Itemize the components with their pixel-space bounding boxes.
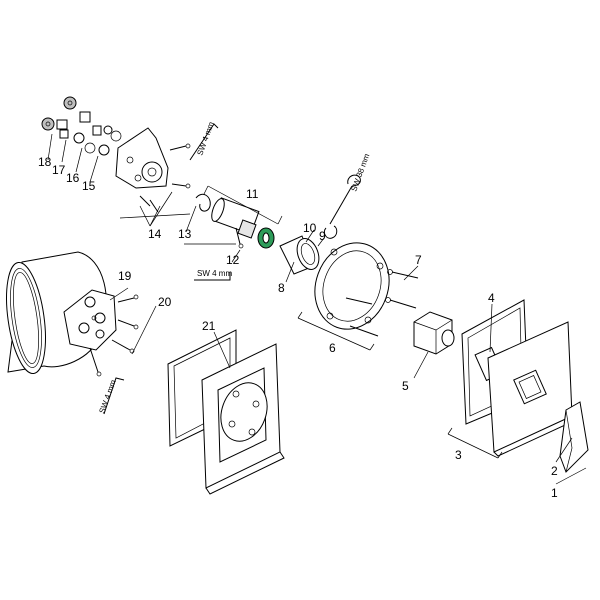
part-11-thermostatic-cartridge	[211, 197, 260, 249]
leader-lines	[47, 133, 587, 485]
callout-7: 7	[415, 253, 422, 267]
tool-label-sw4-top: SW 4 mm	[195, 120, 216, 156]
callout-3: 3	[455, 448, 462, 462]
tool-label-sw4-mid: SW 4 mm	[197, 269, 232, 278]
part-8-sleeve	[279, 235, 320, 275]
part-5-adapter	[413, 311, 455, 355]
part-1-2-handle	[559, 401, 589, 473]
part-19-rough-in-body	[6, 251, 139, 377]
part-7-screws	[345, 269, 419, 337]
callout-15: 15	[82, 179, 96, 193]
callout-14: 14	[148, 227, 162, 241]
callout-21: 21	[202, 319, 216, 333]
callout-11: 11	[246, 187, 259, 201]
callout-16: 16	[66, 171, 80, 185]
callout-9: 9	[319, 229, 326, 243]
allen-key-left-icon	[103, 377, 125, 415]
parts-15-18-small-fittings	[41, 96, 122, 156]
tool-label-sw4-left: SW 4 mm	[97, 378, 118, 414]
part-13-clip	[195, 193, 211, 212]
callout-labels: 1 2 3 4 5 6 7 8 9 10 11 12 13 14 15 16 1…	[38, 155, 558, 500]
callout-1: 1	[551, 486, 558, 500]
callout-2: 2	[551, 464, 558, 478]
wrench-sw38-icon	[323, 174, 361, 239]
callout-10: 10	[303, 221, 317, 235]
part-11-green-ring	[257, 227, 275, 249]
callout-4: 4	[488, 291, 495, 305]
callout-6: 6	[329, 341, 336, 355]
part-14-mounting-bracket	[115, 127, 191, 213]
callout-8: 8	[278, 281, 285, 295]
callout-5: 5	[402, 379, 409, 393]
callout-13: 13	[178, 227, 192, 241]
part-21-frame	[201, 343, 285, 495]
tool-label-sw38: SW 38 mm	[349, 152, 371, 193]
callout-17: 17	[52, 163, 66, 177]
allen-key-mid-icon	[194, 272, 231, 281]
part-6-mounting-ring	[314, 242, 390, 330]
callout-12: 12	[226, 253, 240, 267]
part-3-cover-plate	[487, 321, 577, 457]
callout-18: 18	[38, 155, 52, 169]
callout-19: 19	[118, 269, 132, 283]
allen-key-top-icon	[189, 123, 219, 161]
callout-20: 20	[158, 295, 172, 309]
